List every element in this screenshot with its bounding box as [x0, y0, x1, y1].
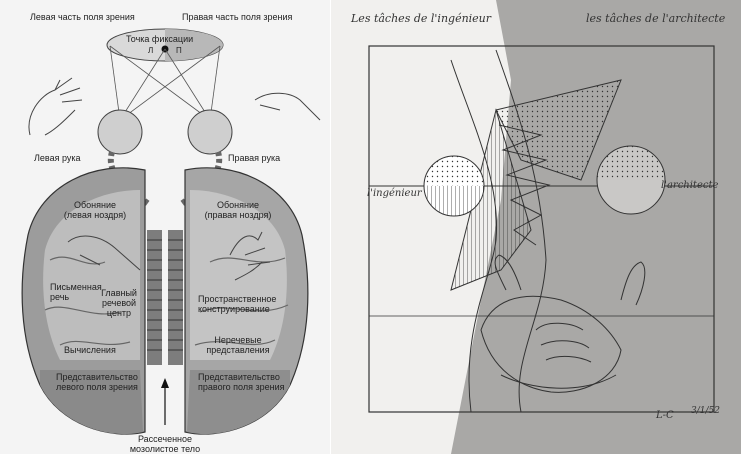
vis-right-label: Представительство правого поля зрения	[198, 372, 284, 392]
right-hand-label: Правая рука	[228, 153, 280, 163]
vis-right-line1: Представительство	[198, 372, 284, 382]
caption-architect-tasks: les tâches de l'architecte	[586, 12, 725, 25]
vis-left-label: Представительство левого поля зрения	[56, 372, 138, 392]
speech-line1: Главный	[96, 288, 142, 298]
mark-l: Л	[148, 46, 153, 56]
cut-line2: мозолистое тело	[120, 444, 210, 454]
header-right-field: Правая часть поля зрения	[182, 12, 292, 22]
sketch-drawing	[331, 0, 741, 454]
nonverbal-line1: Неречевые	[198, 335, 278, 345]
smell-left-label: Обоняние (левая ноздря)	[58, 200, 132, 220]
nonverbal-label: Неречевые представления	[198, 335, 278, 355]
mark-p: П	[176, 46, 182, 56]
sketch-panel: Les tâches de l'ingénieur les tâches de …	[331, 0, 741, 454]
spatial-line1: Пространственное	[198, 294, 276, 304]
smell-left-line2: (левая ноздря)	[58, 210, 132, 220]
writing-line2: речь	[50, 292, 102, 302]
spatial-line2: конструирование	[198, 304, 276, 314]
caption-engineer-tasks: Les tâches de l'ingénieur	[351, 12, 491, 25]
label-architect: l'architecte	[661, 180, 718, 191]
left-hand-label: Левая рука	[34, 153, 81, 163]
calc-label: Вычисления	[64, 345, 116, 355]
label-engineer: l'ingénieur	[367, 188, 422, 199]
smell-right-line2: (правая ноздря)	[196, 210, 280, 220]
spatial-label: Пространственное конструирование	[198, 294, 276, 314]
header-left-field: Левая часть поля зрения	[30, 12, 135, 22]
writing-line1: Письменная	[50, 282, 102, 292]
nonverbal-line2: представления	[198, 345, 278, 355]
smell-right-label: Обоняние (правая ноздря)	[196, 200, 280, 220]
smell-left-line1: Обоняние	[58, 200, 132, 210]
smell-right-line1: Обоняние	[196, 200, 280, 210]
speech-line2: речевой	[96, 298, 142, 308]
date: 3/1/52	[691, 406, 720, 416]
vis-left-line2: левого поля зрения	[56, 382, 138, 392]
cut-label: Рассеченное мозолистое тело	[120, 434, 210, 454]
vis-left-line1: Представительство	[56, 372, 138, 382]
speech-line3: центр	[96, 308, 142, 318]
cut-line1: Рассеченное	[120, 434, 210, 444]
brain-diagram-panel: Левая часть поля зрения Правая часть пол…	[0, 0, 330, 454]
writing-label: Письменная речь	[50, 282, 102, 302]
vis-right-line2: правого поля зрения	[198, 382, 284, 392]
speech-center-label: Главный речевой центр	[96, 288, 142, 318]
signature: L-C	[656, 410, 674, 421]
fixation-point-label: Точка фиксации	[126, 34, 193, 44]
